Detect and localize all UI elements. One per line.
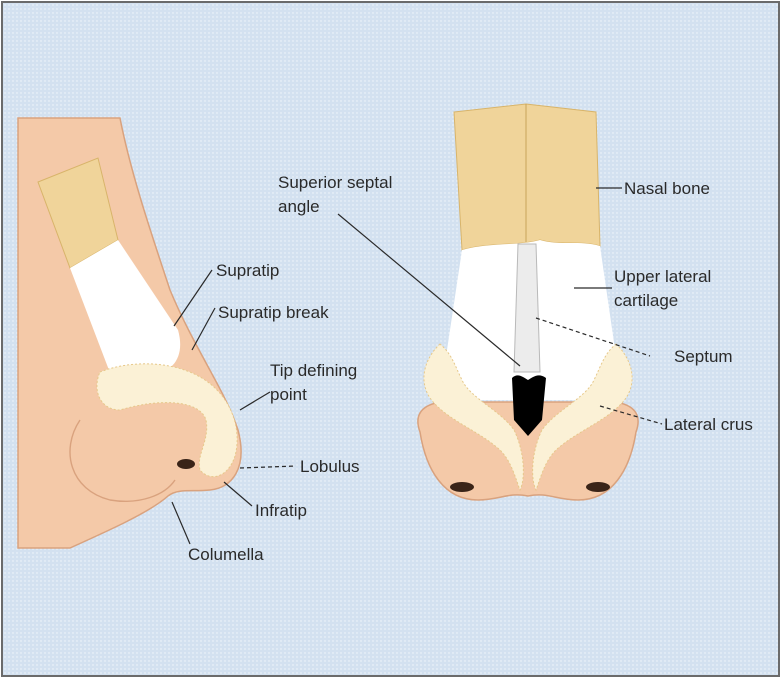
label-septum: Septum <box>674 347 733 366</box>
nostril-right-frontal <box>586 482 610 492</box>
label-supratip: Supratip <box>216 261 279 280</box>
septum-strip <box>514 244 540 372</box>
nasal-bone-frontal <box>454 104 600 250</box>
label-superior-septal-angle-line2: angle <box>278 197 320 216</box>
nostril-lateral <box>177 459 195 469</box>
label-superior-septal-angle-line1: Superior septal <box>278 173 392 192</box>
label-upper-lateral-cartilage-line2: cartilage <box>614 291 678 310</box>
label-lobulus: Lobulus <box>300 457 360 476</box>
label-tip-defining-point-line2: point <box>270 385 307 404</box>
label-infratip: Infratip <box>255 501 307 520</box>
label-nasal-bone: Nasal bone <box>624 179 710 198</box>
label-tip-defining-point-line1: Tip defining <box>270 361 357 380</box>
label-lateral-crus: Lateral crus <box>664 415 753 434</box>
label-upper-lateral-cartilage-line1: Upper lateral <box>614 267 711 286</box>
nostril-left-frontal <box>450 482 474 492</box>
label-supratip-break: Supratip break <box>218 303 329 322</box>
label-columella: Columella <box>188 545 264 564</box>
